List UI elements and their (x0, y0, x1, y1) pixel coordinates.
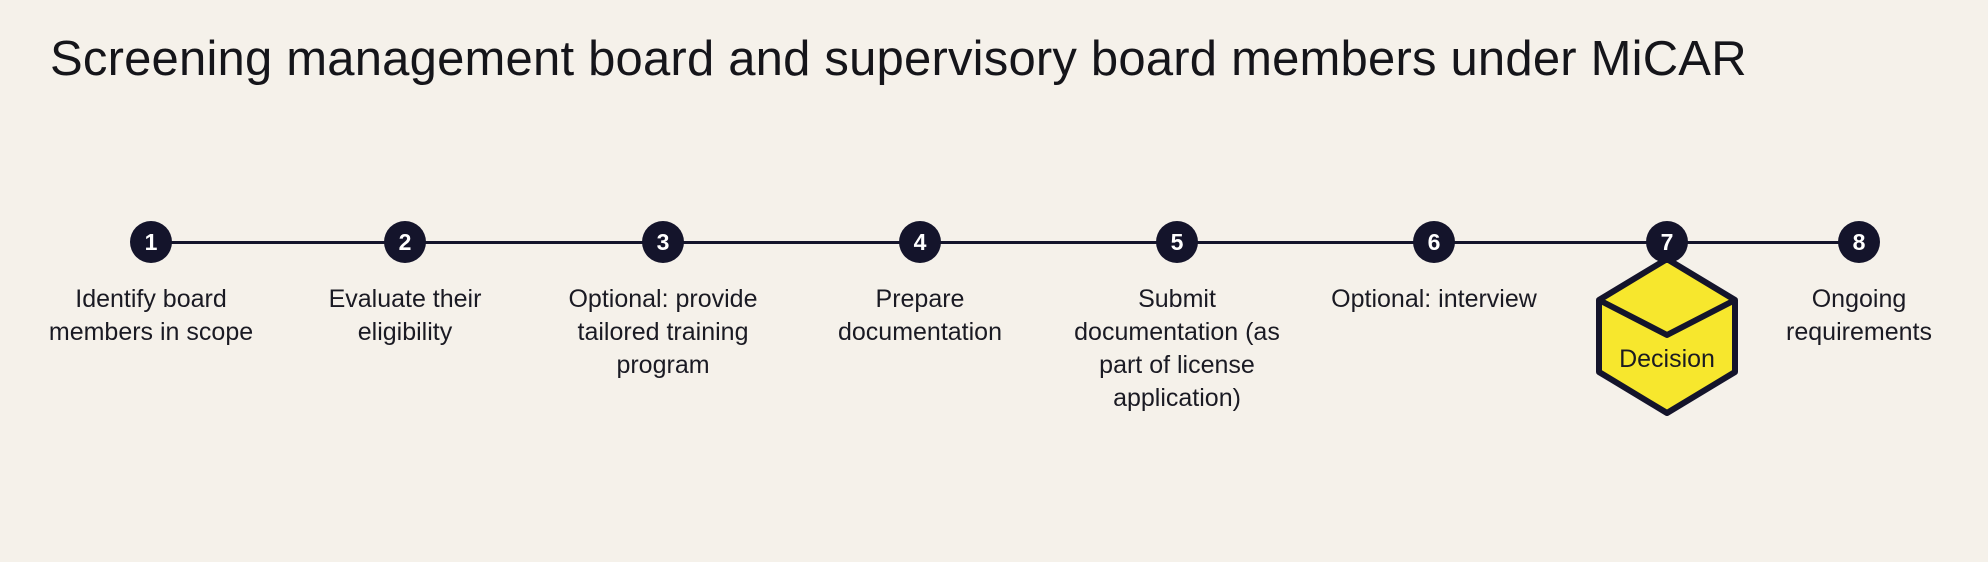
step-5-circle: 5 (1156, 221, 1198, 263)
step-3-circle: 3 (642, 221, 684, 263)
step-7-circle: 7 (1646, 221, 1688, 263)
step-8-label: Ongoing requirements (1786, 285, 1932, 346)
step-3: 3 Optional: provide tailored training pr… (523, 221, 803, 521)
step-4: 4 Prepare documentation (780, 221, 1060, 521)
decision-cube-icon: Decision (1592, 254, 1742, 416)
step-1-label: Identify board members in scope (48, 285, 254, 346)
step-1-circle: 1 (130, 221, 172, 263)
step-8: 8 Ongoing requirements (1719, 221, 1988, 521)
step-7: 7 Decision (1527, 221, 1807, 521)
step-2-label: Evaluate their eligibility (328, 285, 482, 346)
step-5: 5 Submit documentation (as part of licen… (1037, 221, 1317, 521)
step-4-label: Prepare documentation (837, 285, 1002, 346)
step-2-circle: 2 (384, 221, 426, 263)
step-6: 6 Optional: interview (1294, 221, 1574, 521)
decision-label: Decision (1619, 345, 1715, 373)
step-6-label: Optional: interview (1331, 285, 1537, 313)
page-title: Screening management board and superviso… (50, 32, 1747, 86)
step-2: 2 Evaluate their eligibility (265, 221, 545, 521)
step-8-circle: 8 (1838, 221, 1880, 263)
step-5-label: Submit documentation (as part of license… (1074, 285, 1280, 412)
step-3-label: Optional: provide tailored training prog… (568, 285, 758, 379)
step-1: 1 Identify board members in scope (11, 221, 291, 521)
step-6-circle: 6 (1413, 221, 1455, 263)
timeline-track (151, 241, 1859, 244)
step-4-circle: 4 (899, 221, 941, 263)
